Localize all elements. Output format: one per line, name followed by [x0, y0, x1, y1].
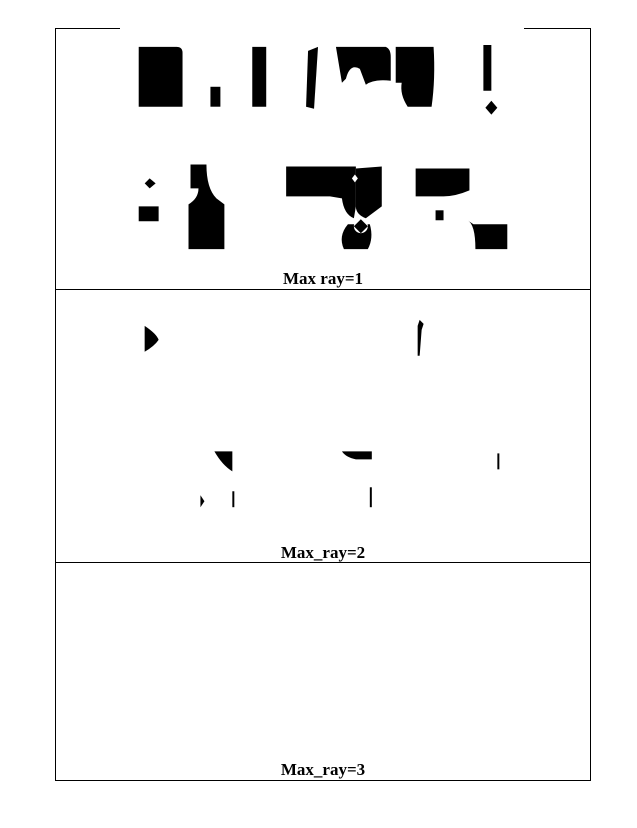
- row-1-caption: Max ray=1: [282, 269, 364, 288]
- row-2-caption: Max_ray=2: [280, 543, 366, 562]
- black-blob: [435, 210, 444, 221]
- binary-image-panel-3: [56, 563, 590, 780]
- black-blob: [341, 451, 372, 460]
- black-blob: [467, 220, 508, 250]
- black-blob: [483, 44, 492, 91]
- black-blob: [144, 325, 159, 352]
- black-blob: [417, 319, 424, 356]
- black-blob: [335, 46, 391, 85]
- black-blob: [415, 168, 470, 197]
- black-blob: [232, 491, 235, 508]
- black-diamond: [351, 174, 358, 183]
- figure-row-1: Max ray=1: [56, 29, 590, 290]
- figure-table: Max ray=1 Max_ray=2 Max_ray=3: [55, 28, 591, 781]
- black-blob: [355, 166, 382, 219]
- black-blob: [138, 206, 159, 222]
- black-blob: [395, 46, 435, 107]
- black-blob: [200, 495, 205, 508]
- figure-row-3: Max_ray=3: [56, 563, 590, 780]
- black-blob: [138, 46, 183, 107]
- black-blob: [369, 487, 372, 508]
- binary-image-panel-1: [138, 44, 508, 250]
- black-blob: [485, 100, 498, 115]
- black-blob: [497, 453, 500, 470]
- black-blob: [214, 451, 233, 472]
- top-border-gap: [120, 27, 524, 30]
- black-blob: [144, 178, 156, 189]
- black-blob: [306, 46, 319, 109]
- black-blob: [286, 166, 356, 219]
- black-blob: [188, 164, 225, 250]
- black-blob: [252, 46, 267, 107]
- row-3-caption: Max_ray=3: [280, 760, 366, 779]
- black-blob: [210, 86, 221, 107]
- figure-row-2: Max_ray=2: [56, 290, 590, 563]
- binary-image-panel-2: [144, 319, 500, 508]
